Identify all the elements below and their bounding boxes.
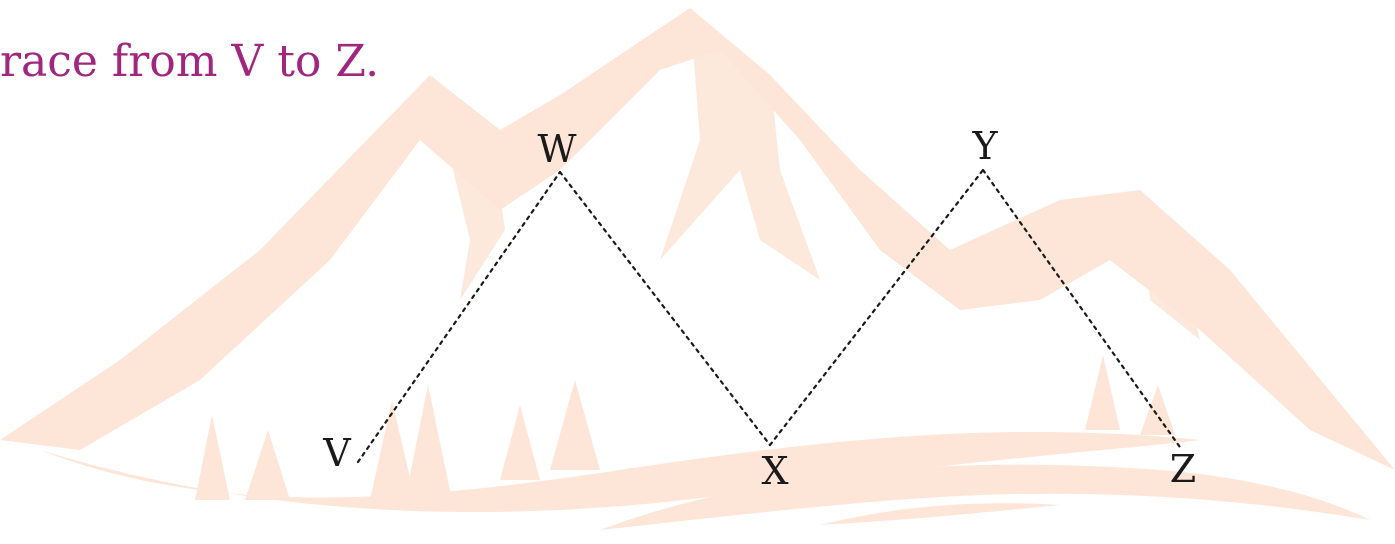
- point-label-v: V: [323, 431, 351, 475]
- trace-segment-v-w: [356, 170, 562, 464]
- point-label-y: Y: [972, 124, 998, 168]
- point-label-w: W: [537, 127, 577, 171]
- point-label-z: Z: [1169, 447, 1197, 491]
- trace-segment-x-y: [768, 168, 985, 447]
- trace-segment-w-x: [558, 170, 772, 447]
- point-label-x: X: [761, 449, 789, 493]
- trace-segment-y-z: [981, 168, 1184, 452]
- instruction-text: race from V to Z.: [0, 36, 380, 87]
